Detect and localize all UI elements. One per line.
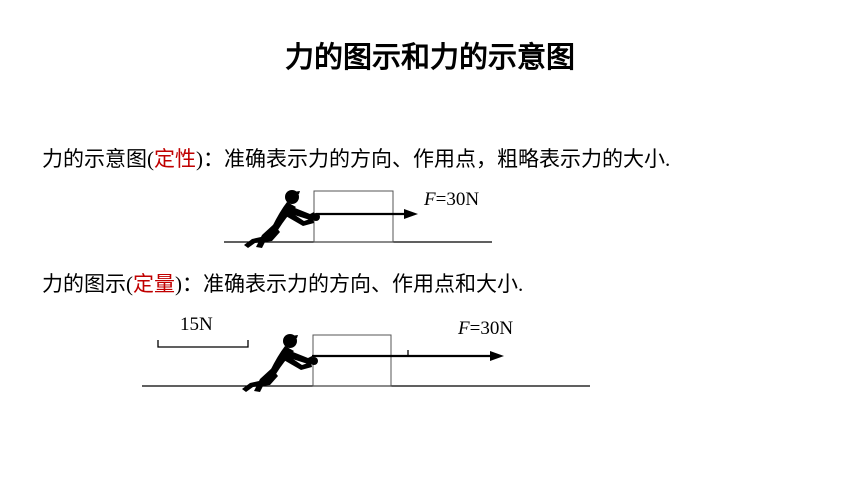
- paren-open: (: [126, 272, 133, 296]
- schematic-diagram: F=30N: [224, 189, 492, 248]
- schematic-rest: ：准确表示力的方向、作用点，粗略表示力的大小: [203, 147, 665, 171]
- arrow-head-icon: [404, 209, 418, 219]
- page-title: 力的图示和力的示意图: [284, 40, 575, 74]
- paren-close: ): [175, 272, 182, 296]
- graphic-diagram: 15N F=30N: [142, 314, 590, 392]
- period: .: [665, 147, 671, 171]
- qualitative-keyword: 定性: [154, 147, 196, 171]
- scale-label: 15N: [180, 314, 213, 335]
- quantitative-keyword: 定量: [133, 272, 175, 296]
- force-label: F=30N: [423, 189, 479, 210]
- force-value: =30N: [436, 189, 480, 210]
- paren-close: ): [196, 147, 203, 171]
- schematic-prefix: 力的示意图: [42, 147, 147, 171]
- pushing-person-icon: [244, 190, 320, 248]
- graphic-description: 力的图示(定量)：准确表示力的方向、作用点和大小.: [42, 268, 523, 298]
- force-symbol: F: [423, 189, 436, 210]
- pushing-person-icon: [242, 334, 318, 392]
- force-label: F=30N: [457, 318, 513, 339]
- force-value: =30N: [470, 318, 514, 339]
- block: [312, 334, 392, 387]
- period: .: [518, 272, 524, 296]
- graphic-prefix: 力的图示: [42, 272, 126, 296]
- arrow-head-icon: [490, 351, 504, 361]
- paren-open: (: [147, 147, 154, 171]
- force-symbol: F: [457, 318, 470, 339]
- graphic-rest: ：准确表示力的方向、作用点和大小: [182, 272, 518, 296]
- schematic-description: 力的示意图(定性)：准确表示力的方向、作用点，粗略表示力的大小.: [42, 143, 670, 173]
- scale-bracket: [157, 340, 249, 348]
- block: [313, 190, 394, 243]
